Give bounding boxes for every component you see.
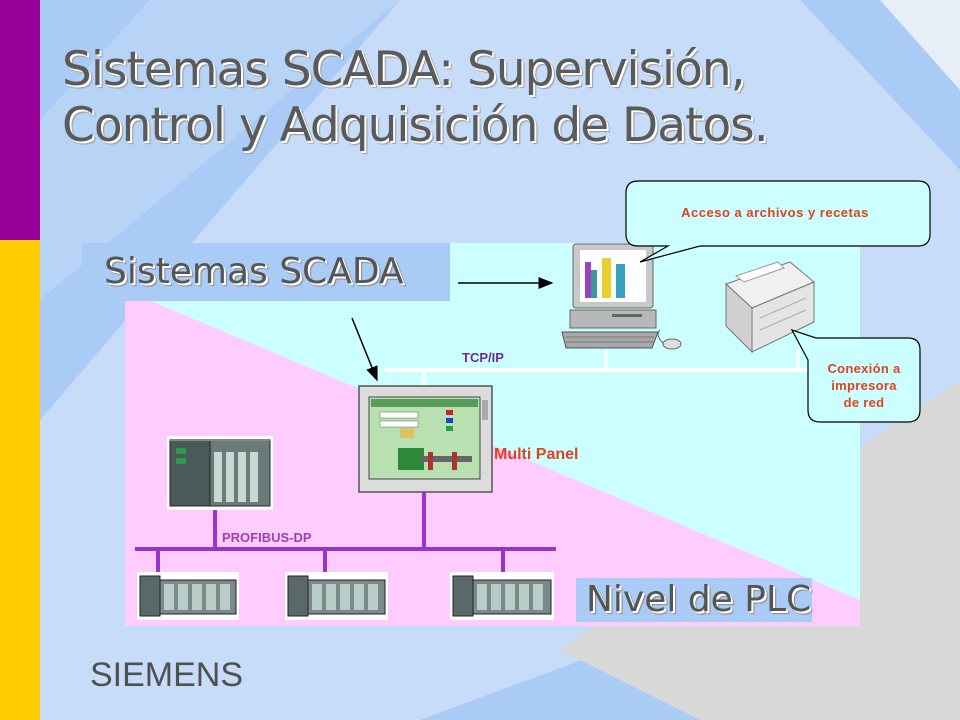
callout-files-text: Acceso a archivos y recetas — [681, 205, 869, 220]
plc-io-rack-icon-3 — [450, 572, 554, 620]
tcpip-label: TCP/IP — [462, 350, 504, 365]
plc-io-rack-icon-1 — [137, 572, 239, 620]
network-printer-icon — [725, 261, 815, 354]
callout-printer-text: Conexión a impresora de red — [810, 360, 918, 411]
siemens-brand: SIEMENS — [90, 656, 244, 694]
plc-io-rack-icon-2 — [285, 572, 388, 620]
callout-printer-line-3: de red — [843, 395, 885, 410]
page-title-line-2: Control y Adquisición de Datos. — [62, 98, 769, 153]
page-title: Sistemas SCADA: Supervisión, Control y A… — [62, 42, 942, 154]
callout-printer-line-2: impresora — [831, 378, 897, 393]
arrow-to-panel — [351, 317, 378, 382]
multi-panel-label: Multi Panel — [494, 446, 579, 463]
profibus-label: PROFIBUS-DP — [222, 530, 312, 545]
plc-level-label: Nivel de PLC — [576, 578, 812, 622]
yellow-side-bar — [0, 240, 40, 720]
background-diagonal-white — [40, 0, 400, 300]
background-white-corner — [880, 0, 960, 90]
scada-systems-label: Sistemas SCADA — [82, 243, 450, 301]
purple-side-bar — [0, 0, 40, 240]
page-title-line-1: Sistemas SCADA: Supervisión, — [62, 42, 746, 97]
callout-files-bubble — [625, 180, 931, 263]
callout-printer-line-1: Conexión a — [827, 361, 901, 376]
pc-workstation-icon — [561, 243, 682, 350]
plc-cpu-rack-icon — [167, 436, 273, 510]
callout-printer-bubble — [790, 328, 921, 423]
multi-panel-hmi-icon — [358, 385, 493, 493]
